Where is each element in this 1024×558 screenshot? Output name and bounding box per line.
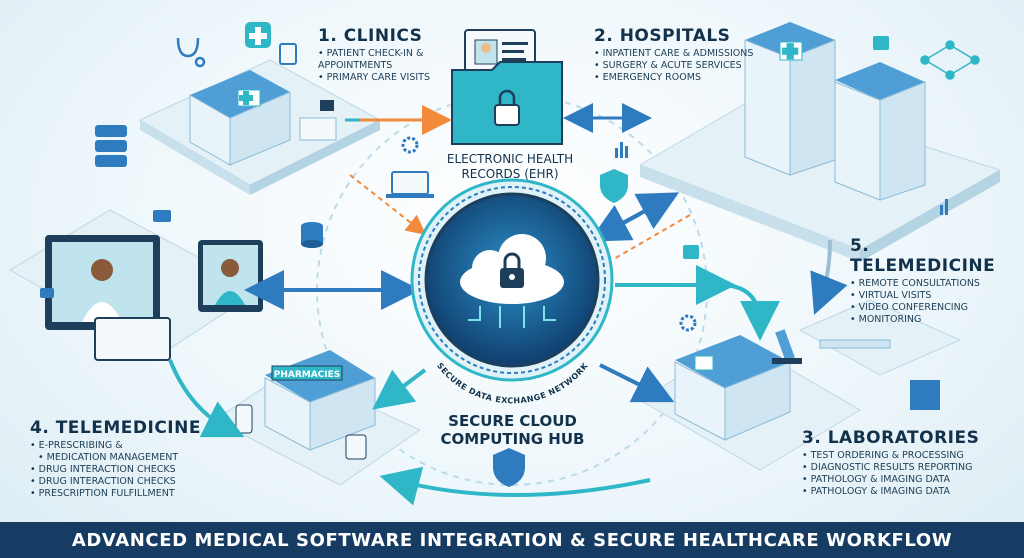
workflow-diagram: PHARMACIES	[9, 22, 1002, 506]
laptop-icon	[386, 171, 434, 198]
telemedicine-right-item: Remote consultations	[850, 278, 1020, 290]
telemedicine-left-item: Drug interaction checks	[30, 476, 230, 488]
bar-chart-icon	[615, 142, 948, 215]
hospitals-item: Inpatient care & admissions	[594, 48, 754, 60]
database-small-icon	[301, 222, 323, 248]
hospital-platform	[638, 22, 1002, 262]
laboratories-item: Diagnostic results reporting	[802, 462, 1002, 474]
telemedicine-right-item: Video conferencing	[850, 302, 1020, 314]
telemedicine-left-item: Drug interaction checks	[30, 464, 230, 476]
microscope-icon	[772, 329, 802, 364]
laboratories-list: Test ordering & processing Diagnostic re…	[802, 450, 1002, 498]
clinics-section: 1. CLINICS Patient check-in & appointmen…	[318, 26, 468, 84]
telemedicine-left-item: E-prescribing &	[30, 440, 230, 452]
arrow-telemed-pharmacy	[168, 359, 245, 438]
pharmacy-sign	[271, 365, 343, 381]
telemedicine-right-title: 5. TELEMEDICINE	[850, 236, 996, 276]
hospitals-item: Surgery & acute services	[594, 60, 754, 72]
hospitals-title: 2. HOSPITALS	[594, 26, 731, 46]
telemedicine-right-item: Virtual visits	[850, 290, 1020, 302]
footer-banner: ADVANCED MEDICAL SOFTWARE INTEGRATION & …	[0, 522, 1024, 558]
telemedicine-left-title: 4. TELEMEDICINE	[30, 418, 201, 438]
ehr-label-line2: RECORDS (EHR)	[461, 167, 559, 181]
telemedicine-left-item: Prescription fulfillment	[30, 488, 230, 500]
clinics-title: 1. CLINICS	[318, 26, 423, 46]
laboratories-title: 3. LABORATORIES	[802, 428, 980, 448]
ehr-label-line1: ELECTRONIC HEALTH	[446, 152, 574, 166]
medical-cross-icon	[245, 22, 271, 48]
arrow-hospital-telemed	[810, 239, 848, 315]
laboratories-item: Test ordering & processing	[802, 450, 1002, 462]
pharmacy-platform: PHARMACIES	[214, 350, 422, 486]
laboratories-item: Pathology & imaging data	[802, 486, 1002, 498]
laboratory-platform	[639, 299, 962, 471]
hub-label: SECURE CLOUD COMPUTING HUB	[420, 412, 605, 448]
footer-title: ADVANCED MEDICAL SOFTWARE INTEGRATION & …	[71, 529, 953, 551]
telemedicine-left-section: 4. TELEMEDICINE E-prescribing & medicati…	[30, 418, 230, 500]
telemedicine-left-list: E-prescribing & medication management Dr…	[30, 440, 230, 500]
gear-icon	[401, 136, 697, 332]
hub-label-line1: SECURE CLOUD	[448, 412, 577, 430]
clinic-platform	[138, 59, 382, 195]
arrow-bottom-return	[379, 466, 651, 506]
clinics-item: Patient check-in & appointments	[318, 48, 468, 72]
video-call-icon	[40, 210, 171, 298]
hub-padlock-icon	[500, 252, 524, 288]
data-flow-arrows	[168, 103, 848, 506]
telemedicine-left-item: medication management	[30, 452, 230, 464]
padlock-icon	[494, 104, 520, 126]
stethoscope-icon	[176, 37, 206, 68]
telemedicine-video-platform	[9, 209, 263, 361]
hospitals-list: Inpatient care & admissions Surgery & ac…	[594, 48, 754, 84]
clinics-list: Patient check-in & appointments Primary …	[318, 48, 468, 84]
shield-lock-icon	[493, 169, 628, 487]
telemedicine-right-list: Remote consultations Virtual visits Vide…	[850, 278, 1020, 326]
ehr-folder	[451, 29, 563, 145]
secure-cloud-hub: SECURE DATA EXCHANGE NETWORK	[410, 178, 614, 405]
telemedicine-right-item: Monitoring	[850, 314, 1020, 326]
clinics-item: Primary care visits	[318, 72, 468, 84]
hospitals-section: 2. HOSPITALS Inpatient care & admissions…	[594, 26, 754, 84]
ehr-label: ELECTRONIC HEALTH RECORDS (EHR)	[420, 152, 600, 182]
pharmacy-sign-text: PHARMACIES	[274, 370, 341, 380]
laboratories-item: Pathology & imaging data	[802, 474, 1002, 486]
hub-label-line2: COMPUTING HUB	[440, 430, 585, 448]
telemedicine-right-section: 5. TELEMEDICINE Remote consultations Vir…	[850, 236, 1020, 326]
database-icon	[95, 125, 127, 167]
arrow-hub-lab-lower	[599, 363, 675, 403]
padlock-small-icon	[683, 36, 889, 259]
clipboard-icon	[279, 43, 297, 65]
hospitals-item: Emergency rooms	[594, 72, 754, 84]
arrow-hub-pharmacy	[372, 368, 427, 410]
network-molecule-icon	[920, 40, 980, 80]
laboratories-section: 3. LABORATORIES Test ordering & processi…	[802, 428, 1002, 498]
